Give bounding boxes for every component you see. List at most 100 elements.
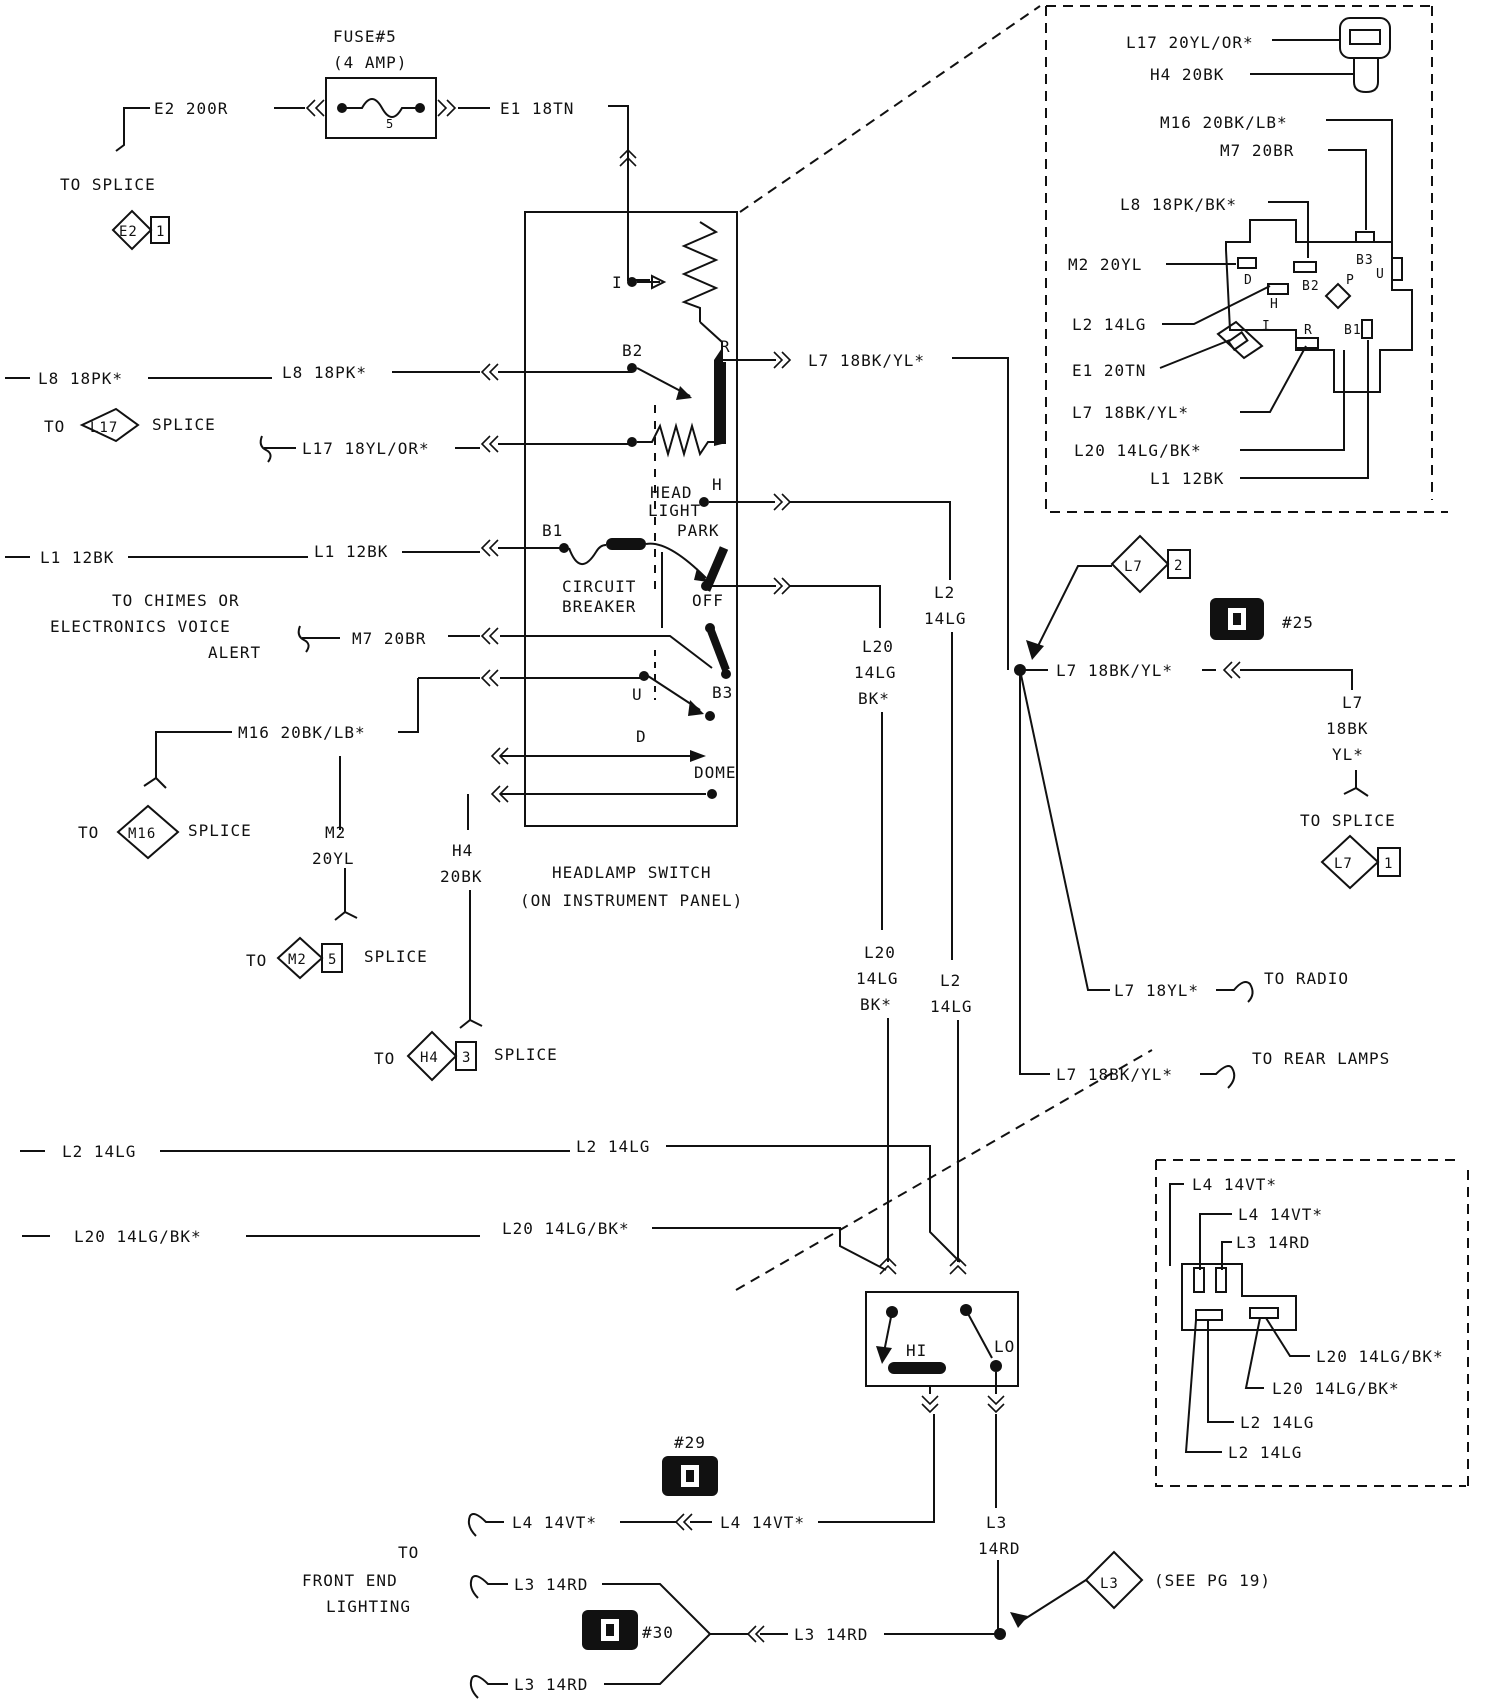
splice-l17-label: SPLICE (152, 415, 216, 434)
chimes-group: TO CHIMES OR ELECTRONICS VOICE ALERT M7 … (50, 591, 480, 662)
conn-l7-label: L7 18BK/YL* (1072, 403, 1189, 422)
splice-l7-top-num: 2 (1174, 558, 1183, 574)
switch-connector-detail: L17 20YL/OR* H4 20BK M16 20BK/LB* M7 20B… (739, 5, 1448, 513)
to-radio-label: TO RADIO (1264, 969, 1349, 988)
pin-d: D (1244, 273, 1253, 288)
splice-l7-bot-num: 1 (1384, 856, 1393, 872)
conn-h4-label: H4 20BK (1150, 65, 1224, 84)
wire-l1-mid-label: L1 12BK (314, 542, 388, 561)
splice-h4-num: 3 (462, 1050, 471, 1066)
dome-label: DOME (694, 763, 737, 782)
wire-e2-label: E2 200R (154, 99, 228, 118)
ground-25: #25 (1210, 598, 1314, 640)
ground-25-label: #25 (1282, 613, 1314, 632)
splice-m16-id: M16 (128, 826, 156, 842)
wire-l7-rear-label: L7 18BK/YL* (1056, 1065, 1173, 1084)
to-rear-lamps-label: TO REAR LAMPS (1252, 1049, 1390, 1068)
dim-conn-l20a-label: L20 14LG/BK* (1316, 1347, 1444, 1366)
to-m2-label: TO (246, 951, 267, 970)
front-end-label-1: TO (398, 1543, 419, 1562)
pin-b3: B3 (1356, 253, 1374, 268)
conn-m2-label: M2 20YL (1068, 255, 1142, 274)
wire-l2-switch: L2 14LG L2 14LG (790, 501, 972, 1262)
terminal-u: U (632, 685, 643, 704)
terminal-i: I (612, 273, 623, 292)
wire-l4-right-label: L4 14VT* (720, 1513, 805, 1532)
ground-30-label: #30 (642, 1623, 674, 1642)
wire-e1: E1 18TN (458, 99, 650, 281)
splice-l7-top-id: L7 (1124, 559, 1143, 575)
wire-e2: E2 200R TO SPLICE E2 1 (60, 99, 305, 251)
conn-m7-label: M7 20BR (1220, 141, 1294, 160)
terminal-b3: B3 (712, 683, 733, 702)
wire-l7-radio-label: L7 18YL* (1114, 981, 1199, 1000)
conn-l1-label: L1 12BK (1150, 469, 1224, 488)
to-l17-label: TO (44, 417, 65, 436)
pin-b1: B1 (1344, 323, 1362, 338)
splice-m16-label: SPLICE (188, 821, 252, 840)
wire-l3-bot-label: L3 14RD (514, 1675, 588, 1694)
splice-l17-id: L17 (90, 420, 118, 436)
splice-node-l7: L7 18BK/YL* L7 18BK YL* TO SPLICE L7 1 (1014, 661, 1401, 890)
pin-b2: B2 (1302, 279, 1320, 294)
pin-h: H (1270, 297, 1279, 312)
ground-29-label: #29 (674, 1433, 706, 1452)
terminal-b2: B2 (622, 341, 643, 360)
wire-l1: L1 12BK L1 12BK (5, 542, 564, 567)
wire-l7-vert-label-3: YL* (1332, 745, 1364, 764)
wire-h4: H4 20BK TO H4 3 SPLICE (374, 794, 557, 1082)
wire-l17-label: L17 18YL/OR* (302, 439, 430, 458)
dim-conn-l3-label: L3 14RD (1236, 1233, 1310, 1252)
wire-l20-lower-label-3: BK* (860, 995, 892, 1014)
dim-conn-l2b-label: L2 14LG (1228, 1443, 1302, 1462)
chimes-label-2: ELECTRONICS VOICE (50, 617, 231, 636)
splice-m2-id: M2 (288, 952, 307, 968)
dimmer-connector-detail: L4 14VT* L4 14VT* L3 14RD L20 14LG/BK* L… (1155, 1159, 1469, 1487)
fuse-rating: (4 AMP) (333, 53, 407, 72)
wire-l1-left-label: L1 12BK (40, 548, 114, 567)
wire-l20-vert-label-1: L20 (862, 637, 894, 656)
dim-conn-l4a-label: L4 14VT* (1192, 1175, 1277, 1194)
wire-l17: L17 18YL/OR* (259, 435, 632, 463)
terminal-b1: B1 (542, 521, 563, 540)
wire-l20-switch: L20 14LG BK* L20 14LG BK* (790, 585, 899, 1262)
wire-l20-lower-label-1: L20 (864, 943, 896, 962)
conn-l20-label: L20 14LG/BK* (1074, 441, 1202, 460)
wire-l20-vert-label-2: 14LG (854, 663, 897, 682)
lo-label: LO (994, 1337, 1015, 1356)
circuit-breaker-label-2: BREAKER (562, 597, 636, 616)
wire-l3-vert-label-1: L3 (986, 1513, 1007, 1532)
splice-l17-group: TO L17 SPLICE (44, 407, 216, 443)
wire-l2-bottom: L2 14LG L2 14LG (20, 1137, 961, 1263)
fuse-5: FUSE#5 (4 AMP) 5 (305, 27, 457, 139)
wire-e1-label: E1 18TN (500, 99, 574, 118)
splice-l7-bot-id: L7 (1334, 856, 1353, 872)
hi-label: HI (906, 1341, 927, 1360)
chimes-label-1: TO CHIMES OR (112, 591, 240, 610)
headlamp-switch: I B2 R H HEAD LIGHT PARK B1 C (500, 211, 776, 910)
splice-e2-num: 1 (156, 224, 165, 240)
wire-l4: L4 14VT* L4 14VT* (467, 1414, 935, 1537)
wire-l7-vert-label-1: L7 (1342, 693, 1363, 712)
wire-m16-label: M16 20BK/LB* (238, 723, 366, 742)
splice-m2-num: 5 (328, 952, 337, 968)
dimmer-switch: HI LO (735, 1049, 1153, 1414)
wire-h4-label-1: H4 (452, 841, 473, 860)
wire-m2-label-1: M2 (325, 823, 346, 842)
to-splice-e2-label: TO SPLICE (60, 175, 156, 194)
wire-m2-label-2: 20YL (312, 849, 355, 868)
splice-e2-id: E2 (119, 224, 138, 240)
wire-m2: M2 20YL TO M2 5 SPLICE (246, 756, 427, 980)
front-end-label-3: LIGHTING (326, 1597, 411, 1616)
wire-l2-vert-label-1: L2 (934, 583, 955, 602)
wire-l7-splice-label: L7 18BK/YL* (1056, 661, 1173, 680)
wire-l20-mid-label: L20 14LG/BK* (502, 1219, 630, 1238)
conn-l17-label: L17 20YL/OR* (1126, 33, 1254, 52)
wire-l3-vert-label-2: 14RD (978, 1539, 1021, 1558)
wire-l20-lower-label-2: 14LG (856, 969, 899, 988)
ground-29: #29 (662, 1433, 718, 1496)
pin-r: R (1304, 323, 1313, 338)
wire-h4-label-2: 20BK (440, 867, 483, 886)
chimes-label-3: ALERT (208, 643, 261, 662)
wire-l3-mid-label: L3 14RD (794, 1625, 868, 1644)
